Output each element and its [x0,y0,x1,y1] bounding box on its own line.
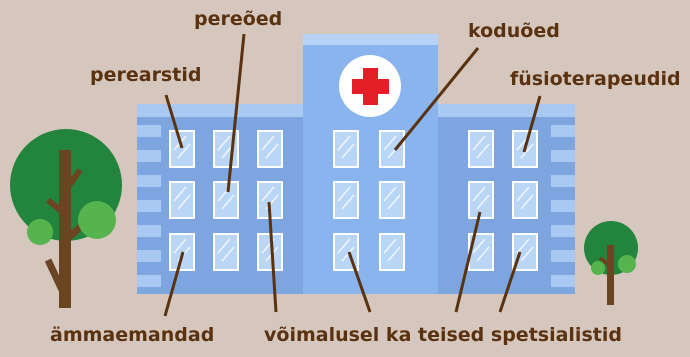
leader-ammaemandad [163,251,185,317]
leader-pereoed [226,33,246,193]
label-fysioterapeudid: füsioterapeudid [510,68,681,90]
leader-koduoed [393,47,480,151]
hospital-building [137,34,575,294]
label-ammaemandad: ämmaemandad [50,324,215,346]
tree-right-illustration [584,221,638,305]
red-cross-icon [339,55,401,117]
leader-spetsialistid-3 [454,211,482,313]
tree-left-illustration [10,129,122,308]
leader-spetsialistid-1 [267,201,278,313]
leader-lines [163,33,542,317]
leader-fysioterapeudid [522,95,542,153]
leader-spetsialistid-2 [347,251,372,313]
label-pereoed: pereõed [194,8,283,30]
label-spetsialistid: võimalusel ka teised spetsialistid [264,324,622,346]
leader-spetsialistid-4 [498,251,522,313]
leader-perearstid [164,94,184,149]
label-koduoed: koduõed [468,20,560,42]
label-perearstid: perearstid [90,64,202,86]
